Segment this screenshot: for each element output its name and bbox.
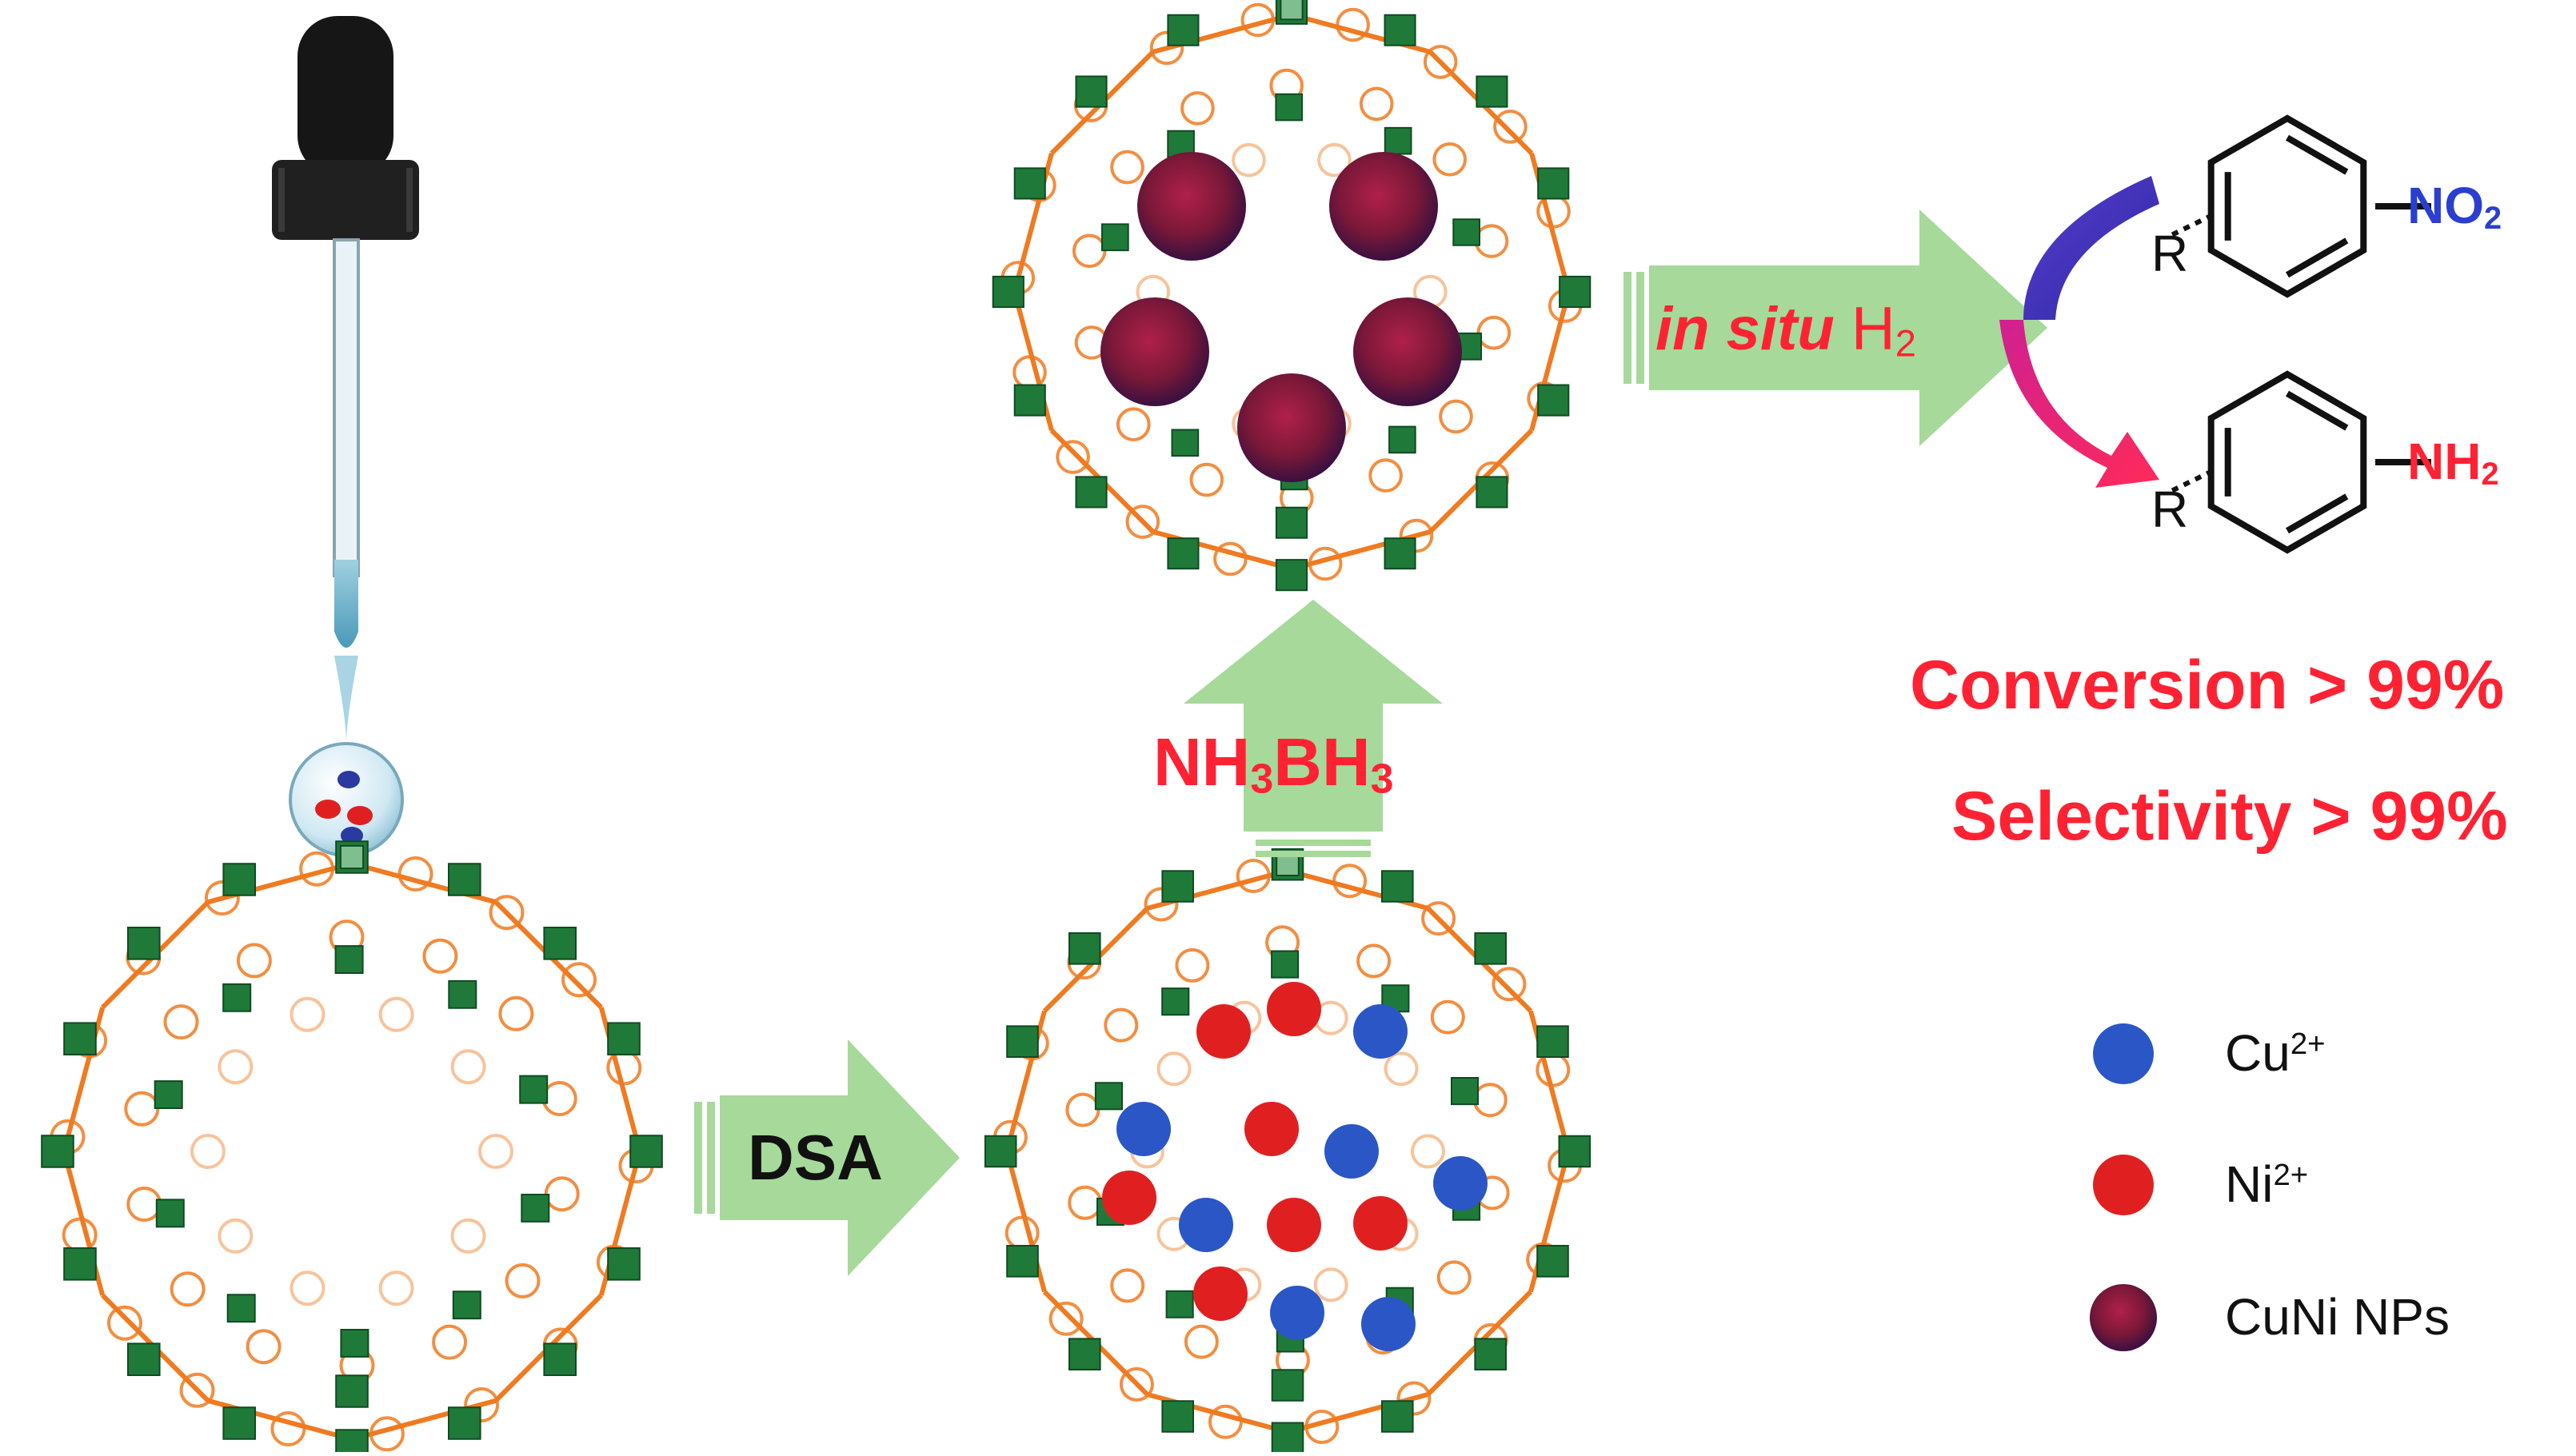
reaction-curve-arrows: [1999, 176, 2159, 488]
legend-markers: [2090, 1023, 2157, 1351]
reduction-label: NH3BH3: [1153, 724, 1394, 803]
nitro-group-label: NO2: [2407, 177, 2502, 237]
dsa-arrow: [694, 1039, 960, 1276]
legend-cu-marker: [2093, 1023, 2154, 1084]
mof-cage-empty: [41, 840, 663, 1456]
legend-np-marker: [2090, 1284, 2157, 1351]
amine-group-label: NH2: [2407, 433, 2499, 493]
substituent-r-top: R: [2151, 225, 2189, 282]
nitroarene-ring: [2166, 114, 2431, 298]
mof-cage-nanoparticles: [992, 0, 1592, 592]
reduction-arrow: [1184, 600, 1443, 857]
hydrogen-label: in situ H2: [1655, 295, 1916, 365]
legend-cu-label: Cu2+: [2225, 1024, 2326, 1082]
legend-np-label: CuNi NPs: [2225, 1288, 2450, 1346]
conversion-result: Conversion > 99%: [1910, 647, 2505, 724]
mof-cage-ion-loaded: [984, 848, 1592, 1455]
hydrogen-arrow: [1623, 209, 2047, 446]
selectivity-result: Selectivity > 99%: [1951, 778, 2508, 855]
legend-ni-marker: [2093, 1155, 2154, 1215]
substituent-r-bottom: R: [2151, 481, 2189, 538]
dsa-label: DSA: [748, 1122, 883, 1193]
legend-ni-label: Ni2+: [2225, 1155, 2309, 1213]
dropper-icon: [272, 16, 419, 857]
aniline-ring: [2166, 370, 2431, 554]
